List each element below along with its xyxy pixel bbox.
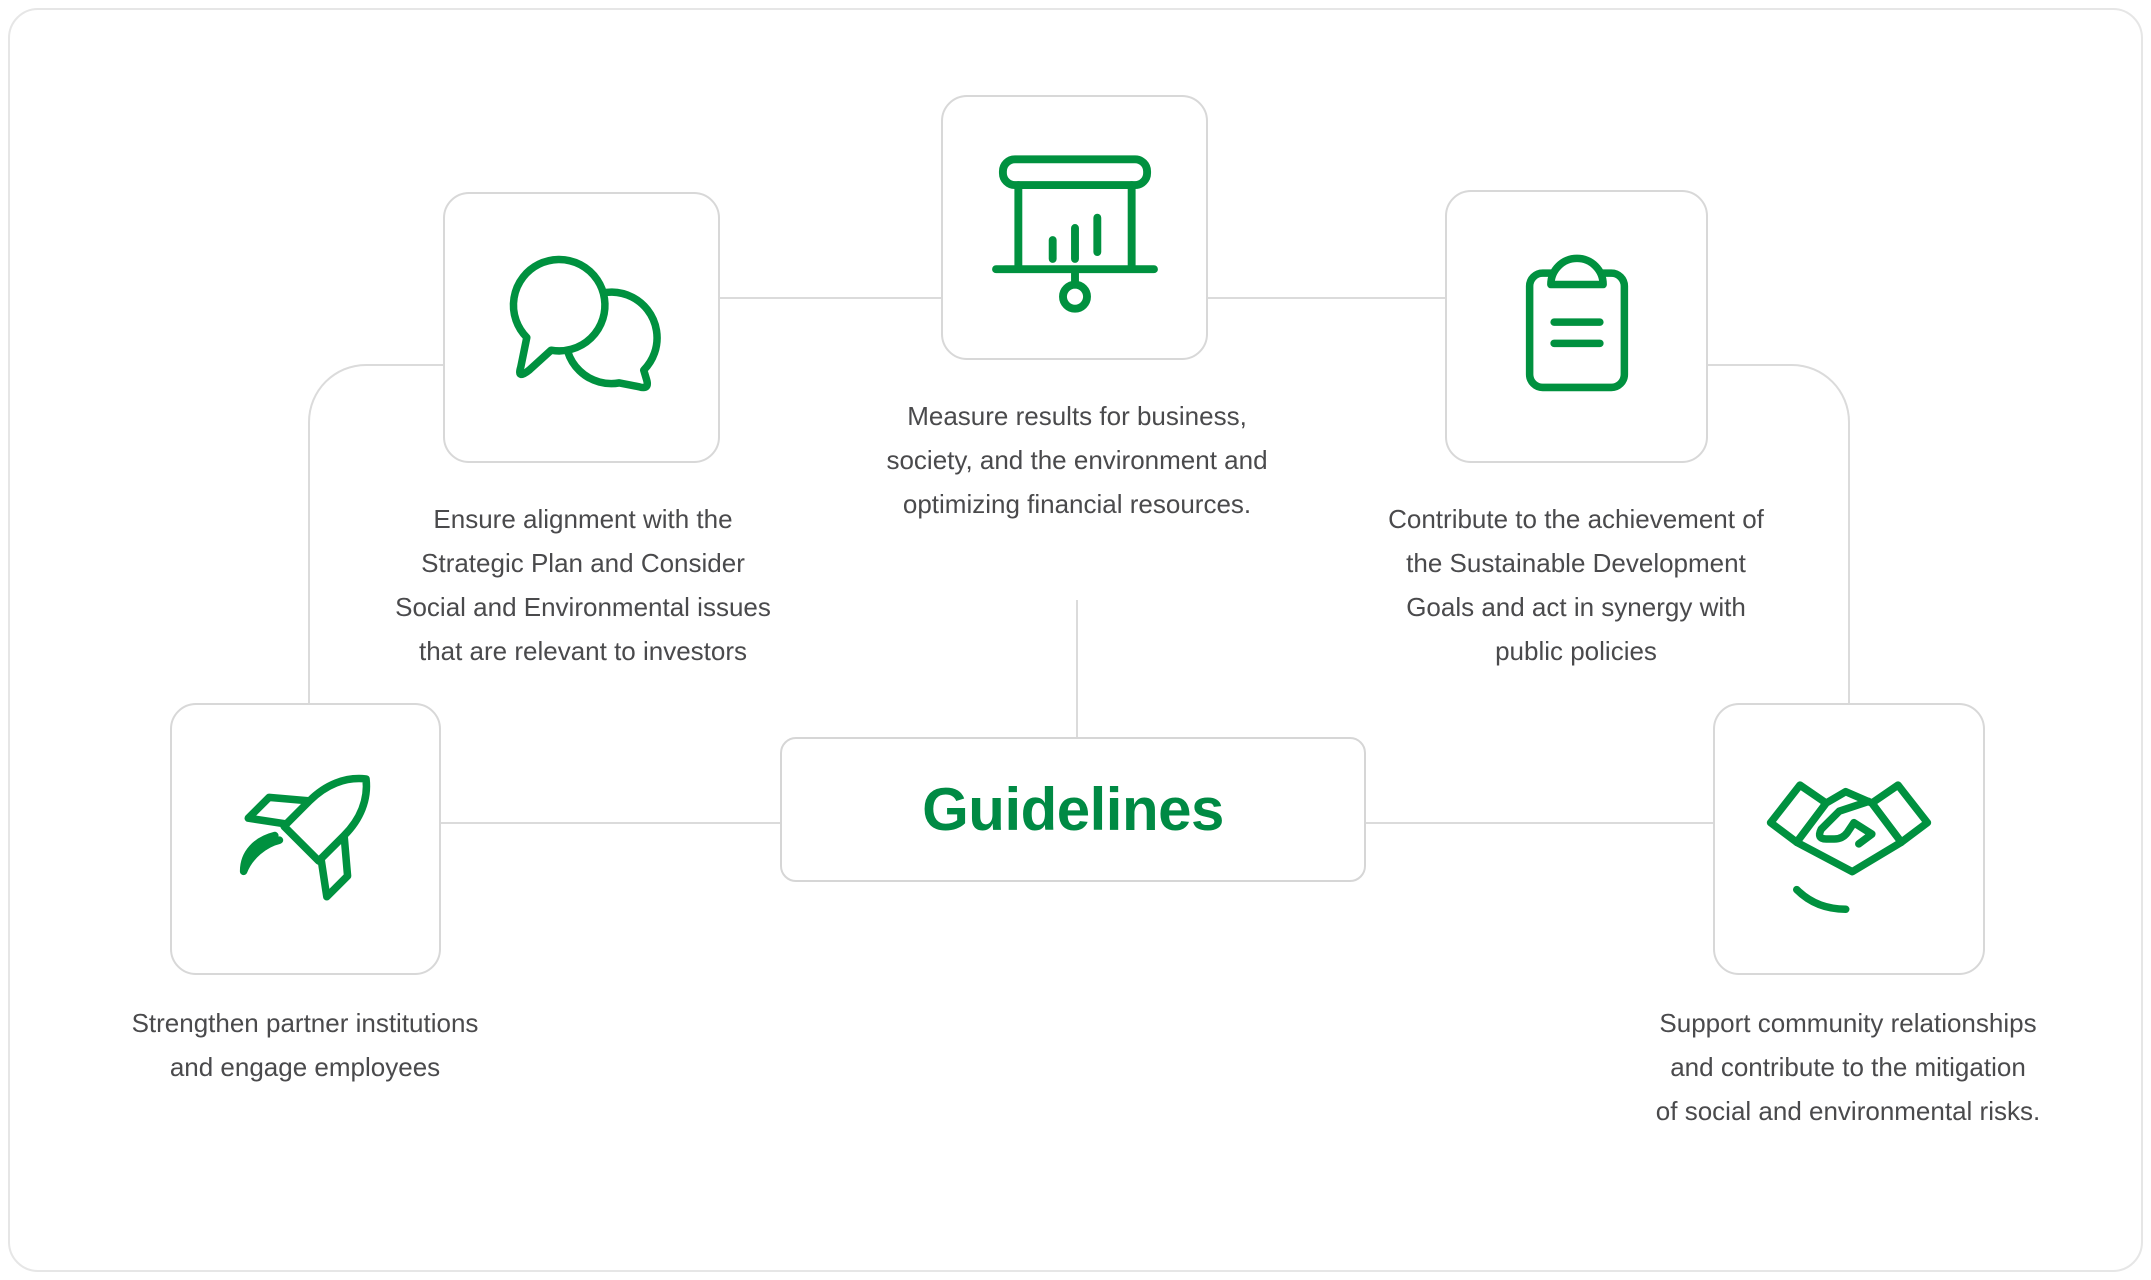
handshake-icon — [1766, 781, 1932, 913]
text-partners: Strengthen partner institutions and enga… — [65, 1001, 545, 1089]
text-line: Strengthen partner institutions — [131, 1008, 479, 1038]
clipboard-icon — [1525, 254, 1628, 391]
connector-measure-sdg — [1208, 297, 1445, 299]
card-partners — [170, 703, 441, 975]
connector-alignment-partners — [308, 364, 445, 705]
text-line: the Sustainable Development — [1406, 548, 1746, 578]
text-line: Social and Environmental issues — [395, 592, 771, 622]
text-measure: Measure results for business, society, a… — [837, 394, 1317, 526]
text-line: public policies — [1495, 636, 1657, 666]
connector-partners-guidelines — [441, 822, 780, 824]
text-line: Contribute to the achievement of — [1388, 504, 1764, 534]
guidelines-box: Guidelines — [780, 737, 1366, 882]
card-community — [1713, 703, 1985, 975]
text-line: optimizing financial resources. — [902, 489, 1252, 519]
text-line: society, and the environment and — [886, 445, 1268, 475]
text-line: Goals and act in synergy with — [1406, 592, 1746, 622]
text-community: Support community relationships and cont… — [1608, 1001, 2088, 1133]
text-line: Ensure alignment with the — [433, 504, 733, 534]
text-line: that are relevant to investors — [418, 636, 748, 666]
connector-sdg-community — [1708, 364, 1850, 705]
page-border — [8, 8, 2143, 1272]
text-line: Support community relationships — [1659, 1008, 2037, 1038]
guidelines-title: Guidelines — [922, 776, 1224, 843]
presentation-chart-icon — [991, 154, 1158, 313]
card-alignment — [443, 192, 720, 463]
text-line: and engage employees — [169, 1052, 441, 1082]
connector-measure-guidelines — [1076, 600, 1078, 737]
text-sdg: Contribute to the achievement of the Sus… — [1346, 497, 1806, 673]
text-line: Strategic Plan and Consider — [421, 548, 745, 578]
text-alignment: Ensure alignment with the Strategic Plan… — [353, 497, 813, 673]
text-line: Measure results for business, — [907, 401, 1247, 431]
connector-alignment-measure — [718, 297, 943, 299]
text-line: and contribute to the mitigation — [1670, 1052, 2026, 1082]
card-measure — [941, 95, 1208, 360]
rocket-icon — [239, 774, 370, 901]
text-line: of social and environmental risks. — [1655, 1096, 2041, 1126]
chat-bubbles-icon — [509, 255, 661, 391]
connector-guidelines-community — [1366, 822, 1713, 824]
card-sdg — [1445, 190, 1708, 463]
